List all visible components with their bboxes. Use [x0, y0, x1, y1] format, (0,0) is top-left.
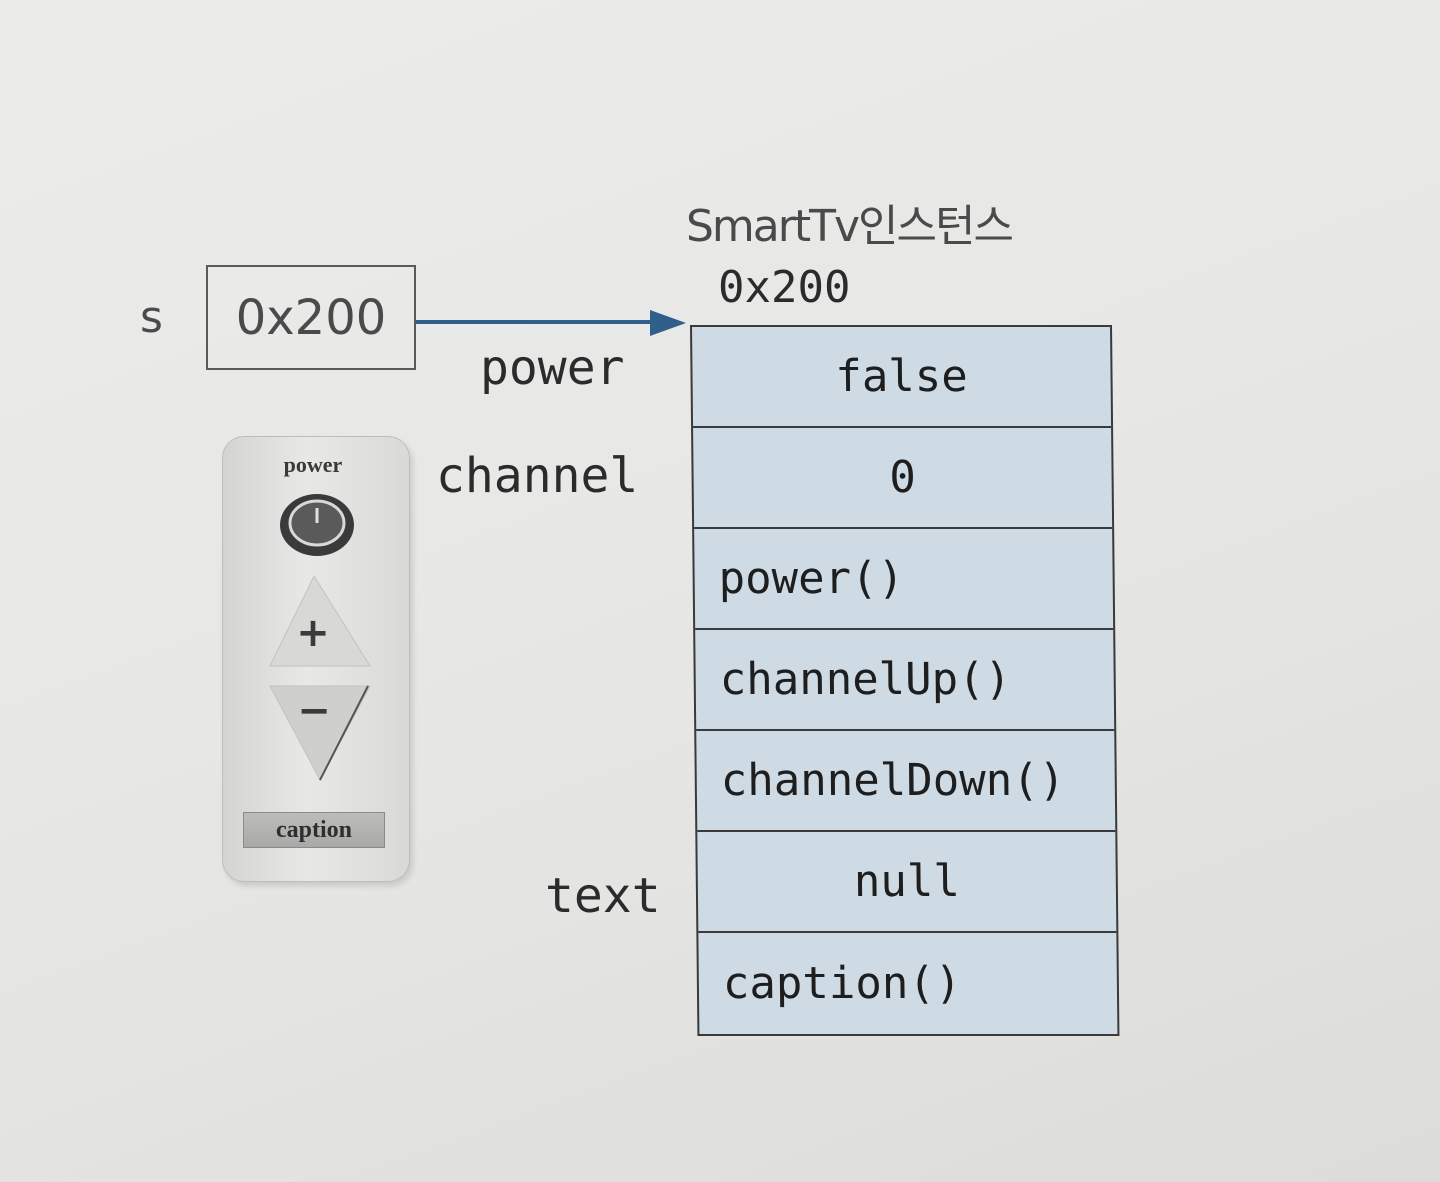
- arrow-head-icon: [650, 310, 686, 336]
- memory-cell-text-value: null: [697, 832, 1117, 933]
- minus-glyph: −: [297, 688, 331, 734]
- memory-cell-channel-value: 0: [693, 428, 1113, 529]
- remote-caption-label: caption: [243, 812, 385, 848]
- instance-title: SmartTv인스턴스: [686, 201, 1014, 252]
- remote-caption-text: caption: [275, 816, 352, 843]
- instance-address: 0x200: [718, 262, 851, 313]
- field-label-channel: channel: [436, 448, 639, 504]
- field-label-power: power: [480, 340, 625, 396]
- reference-box: 0x200: [206, 265, 416, 370]
- memory-cell-power-value: false: [692, 327, 1112, 428]
- memory-cell-caption-method: caption(): [722, 958, 962, 1009]
- reference-value: 0x200: [235, 289, 387, 346]
- channel-up-down-icon: + −: [269, 574, 371, 782]
- memory-cell-power-method: power(): [694, 529, 1114, 630]
- plus-glyph: +: [296, 610, 330, 656]
- memory-cell-channelup-method: channelUp(): [695, 630, 1115, 731]
- memory-cell-channeldown-method: channelDown(): [696, 731, 1116, 832]
- instance-memory-block: false 0 power() channelUp() channelDown(…: [690, 325, 1120, 1036]
- power-button-icon: [280, 494, 354, 556]
- variable-name: s: [140, 292, 163, 343]
- remote-power-label: power: [283, 452, 343, 477]
- reference-arrow: [416, 310, 686, 336]
- channel-up-icon: [269, 574, 371, 667]
- field-label-text: text: [545, 868, 661, 924]
